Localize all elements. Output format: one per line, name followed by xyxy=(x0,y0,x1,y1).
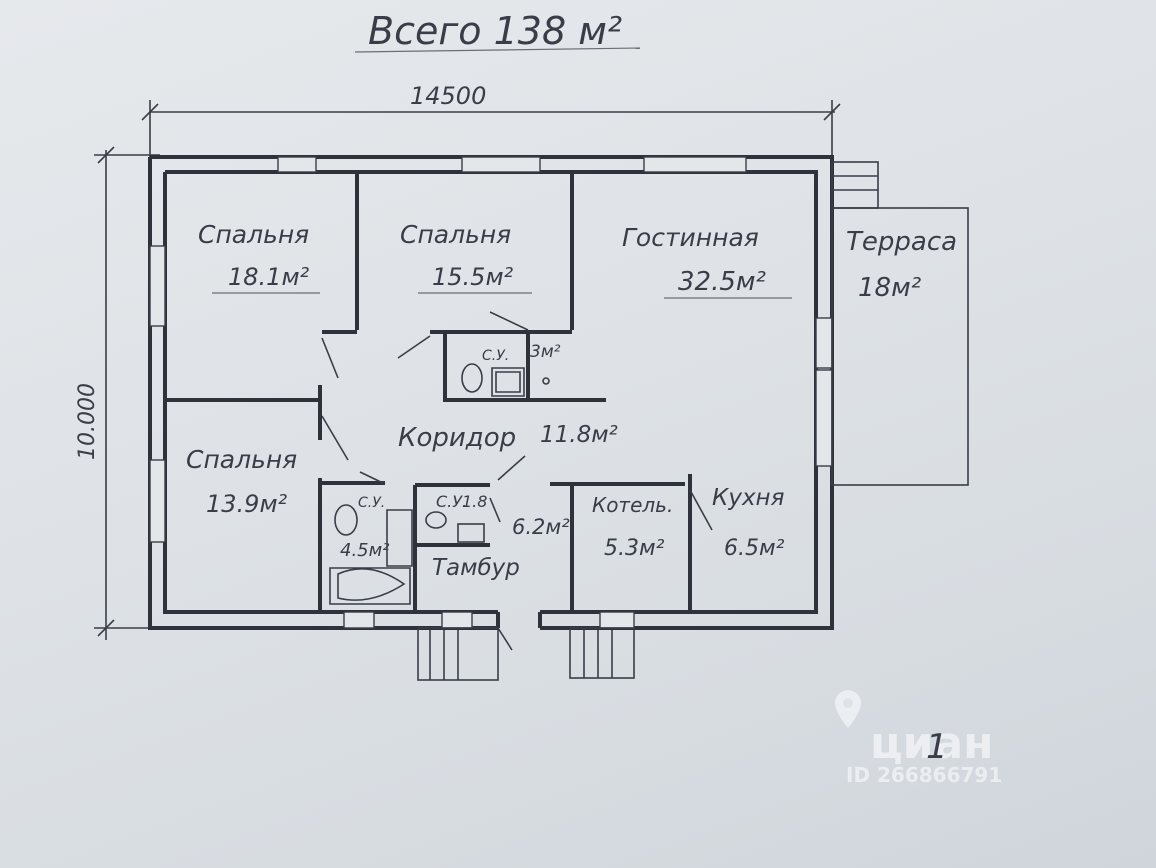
room-name: Коридор xyxy=(398,423,516,453)
room-bathroom-3: С.У. 1.8 xyxy=(436,492,487,511)
sink-icon xyxy=(491,367,525,397)
room-area: 18.1м² xyxy=(228,263,310,291)
height-label: 10.000 xyxy=(75,383,100,460)
watermark: циан ID 266866791 xyxy=(835,690,1002,787)
bathtub-icon xyxy=(329,567,411,605)
location-pin-icon xyxy=(835,690,861,728)
bathtub-icon xyxy=(386,509,413,567)
room-bedroom-3: Спальня 13.9м² xyxy=(186,445,297,518)
room-area: 13.9м² xyxy=(206,490,288,518)
drain-icon xyxy=(542,377,550,385)
room-living-room: Гостинная 32.5м² xyxy=(622,223,792,299)
sink-icon xyxy=(457,523,485,543)
room-bathroom-1: С.У. 3м² xyxy=(482,342,561,364)
room-area: 15.5м² xyxy=(432,263,514,291)
terrace-outline xyxy=(831,161,969,486)
room-kitchen: Кухня 6.5м² xyxy=(712,485,785,561)
room-area: 6.2м² xyxy=(512,515,570,539)
room-name: Кухня xyxy=(712,485,785,511)
bathroom-fixtures xyxy=(329,363,550,605)
toilet-icon xyxy=(334,504,358,536)
windows xyxy=(149,156,833,629)
room-name: С.У. xyxy=(482,348,509,364)
room-vestibule: Тамбур 6.2м² xyxy=(432,515,570,581)
room-corridor: Коридор 11.8м² xyxy=(398,422,618,453)
width-label: 14500 xyxy=(410,82,486,110)
room-name: Терраса xyxy=(846,227,957,257)
handwritten-mark: 1 xyxy=(926,727,948,767)
dimension-width: 14500 xyxy=(141,82,841,160)
room-name: Тамбур xyxy=(432,555,520,581)
interior-walls xyxy=(165,172,692,612)
plan-title: Всего 138 м² xyxy=(368,9,622,53)
watermark-brand: циан xyxy=(870,718,994,769)
toilet-icon xyxy=(461,363,483,393)
dimension-height: 10.000 xyxy=(75,146,160,640)
room-bedroom-1: Спальня 18.1м² xyxy=(198,220,320,294)
entrance-steps xyxy=(417,627,635,681)
room-name: С.У. xyxy=(436,492,467,511)
room-terrace: Терраса 18м² xyxy=(846,227,957,303)
room-name: Спальня xyxy=(186,445,297,474)
room-area: 3м² xyxy=(530,342,561,362)
pin-hole xyxy=(843,698,853,708)
room-area: 1.8 xyxy=(462,492,487,511)
room-area: 4.5м² xyxy=(340,540,389,561)
room-area: 18м² xyxy=(858,273,921,303)
room-name: Котель. xyxy=(592,493,673,517)
room-area: 32.5м² xyxy=(678,267,766,297)
room-area: 5.3м² xyxy=(604,536,665,561)
room-boiler-room: Котель. 5.3м² xyxy=(592,493,673,561)
room-name: Гостинная xyxy=(622,223,759,252)
room-name: С.У. xyxy=(358,495,385,511)
room-name: Спальня xyxy=(400,220,511,249)
room-bathroom-2: С.У. 4.5м² xyxy=(340,495,389,561)
toilet-icon xyxy=(425,511,447,529)
title-underline xyxy=(354,47,641,53)
room-area: 6.5м² xyxy=(724,536,785,561)
room-area: 11.8м² xyxy=(540,422,618,448)
watermark-id: ID 266866791 xyxy=(846,763,1002,787)
room-bedroom-2: Спальня 15.5м² xyxy=(400,220,532,294)
room-name: Спальня xyxy=(198,220,309,249)
door-swings xyxy=(321,311,713,651)
